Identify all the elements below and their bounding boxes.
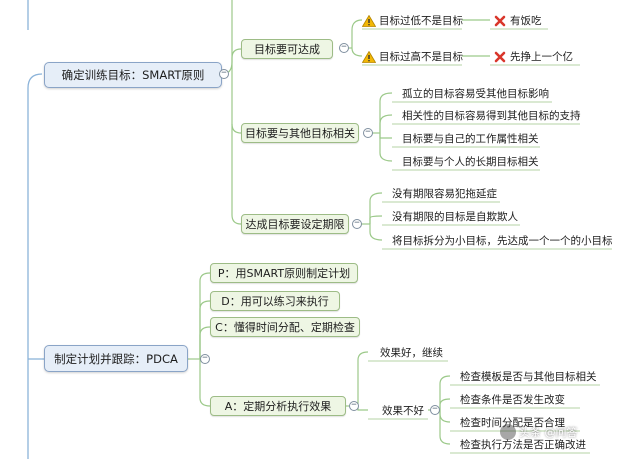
- pdca-p-node[interactable]: P：用SMART原则制定计划: [210, 263, 358, 283]
- collapse-achievable-toggle[interactable]: −: [339, 43, 349, 53]
- too-low-result-leaf[interactable]: 有饭吃: [494, 12, 542, 29]
- check-leaf-3[interactable]: 检查时间分配是否合理: [460, 417, 565, 429]
- deadline-node[interactable]: 达成目标要设定期限: [241, 214, 349, 234]
- goal-trunk-line: [231, 0, 242, 225]
- goal-to-relevant: [231, 123, 242, 134]
- too-high-result-text: 先挣上一个亿: [510, 51, 573, 63]
- achievable-node[interactable]: 目标要可达成: [241, 39, 333, 59]
- relevant-leaf-3[interactable]: 目标要与自己的工作属性相关: [402, 133, 539, 145]
- too-high-text: 目标过高不是目标: [379, 51, 463, 63]
- relevant-leaf-2[interactable]: 相关性的目标容易得到其他目标的支持: [402, 110, 581, 122]
- relevant-leaf-1[interactable]: 孤立的目标容易受其他目标影响: [402, 88, 549, 100]
- deadline-leaf-2[interactable]: 没有期限的目标是自欺欺人: [392, 211, 518, 223]
- too-high-leaf[interactable]: 目标过高不是目标: [362, 48, 463, 65]
- watermark: 头条 @问答: [500, 424, 578, 440]
- collapse-relevant-toggle[interactable]: −: [363, 128, 373, 138]
- check-leaf-4[interactable]: 检查执行方法是否正确改进: [460, 439, 586, 451]
- too-high-result-leaf[interactable]: 先挣上一个亿: [494, 48, 573, 65]
- collapse-a-toggle[interactable]: −: [349, 401, 359, 411]
- watermark-logo-icon: [500, 424, 516, 440]
- effect-bad-leaf[interactable]: 效果不好: [382, 405, 424, 417]
- too-low-text: 目标过低不是目标: [379, 15, 463, 27]
- root-trunk-line: [27, 73, 43, 459]
- pdca-d-node[interactable]: D：用可以练习来执行: [210, 291, 340, 311]
- effect-good-leaf[interactable]: 效果好，继续: [380, 347, 443, 359]
- warning-icon: [362, 50, 376, 63]
- goal-node[interactable]: 确定训练目标：SMART原则: [44, 62, 222, 88]
- relevant-node[interactable]: 目标要与其他目标相关: [241, 123, 359, 143]
- plan-node[interactable]: 制定计划并跟踪：PDCA: [44, 345, 188, 372]
- collapse-plan-toggle[interactable]: −: [200, 354, 210, 364]
- check-leaf-2[interactable]: 检查条件是否发生改变: [460, 394, 565, 406]
- pdca-c-node[interactable]: C：懂得时间分配、定期检查: [210, 317, 360, 337]
- relevant-leaf-4[interactable]: 目标要与个人的长期目标相关: [402, 156, 539, 168]
- collapse-deadline-toggle[interactable]: −: [352, 219, 362, 229]
- too-low-leaf[interactable]: 目标过低不是目标: [362, 12, 463, 29]
- cross-icon: [494, 51, 506, 62]
- pdca-a-node[interactable]: A：定期分析执行效果: [210, 396, 346, 416]
- too-low-result-text: 有饭吃: [510, 15, 542, 27]
- warning-icon: [362, 14, 376, 27]
- collapse-goal-toggle[interactable]: −: [219, 69, 229, 79]
- cross-icon: [494, 15, 506, 26]
- deadline-leaf-1[interactable]: 没有期限容易犯拖延症: [392, 188, 497, 200]
- check-leaf-1[interactable]: 检查模板是否与其他目标相关: [460, 371, 597, 383]
- watermark-text: 头条 @问答: [519, 426, 578, 439]
- deadline-leaf-3[interactable]: 将目标拆分为小目标，先达成一个一个的小目标: [392, 235, 613, 247]
- collapse-bad-toggle[interactable]: −: [430, 405, 440, 415]
